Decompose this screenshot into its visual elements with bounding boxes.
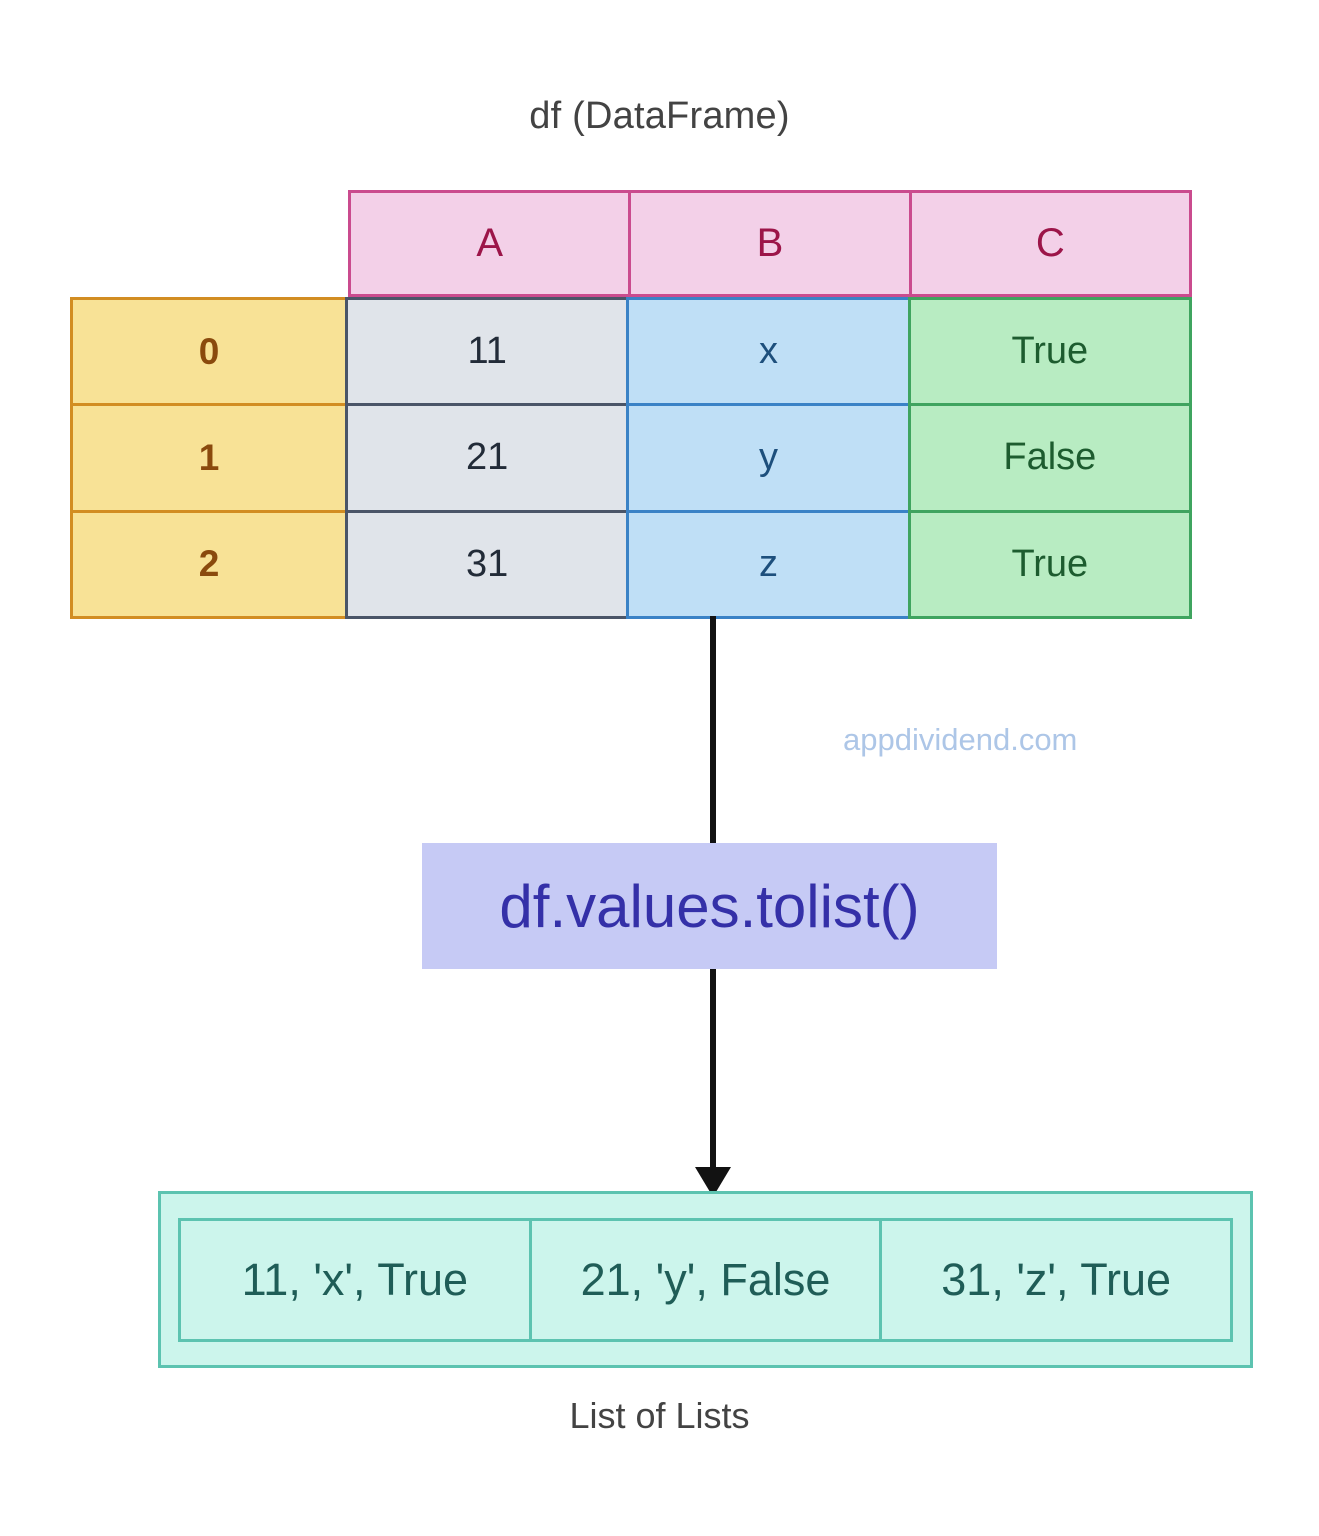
operation-label-box: df.values.tolist() <box>422 843 997 969</box>
table-row: 0 11 x True <box>70 297 1192 407</box>
column-header-b: B <box>628 190 912 297</box>
table-body: 0 11 x True 1 21 y False 2 31 z True <box>70 297 1192 619</box>
connector-line-table-to-operation <box>710 616 716 844</box>
list-caption: List of Lists <box>569 1395 750 1436</box>
connector-line-operation-to-list <box>710 969 716 1177</box>
cell-1-b: y <box>626 403 911 513</box>
column-header-a: A <box>348 190 632 297</box>
table-row: 2 31 z True <box>70 509 1192 619</box>
cell-2-b: z <box>626 509 911 619</box>
cell-0-b: x <box>626 297 911 407</box>
index-cell-1: 1 <box>70 403 348 513</box>
list-item: 11, 'x', True <box>178 1218 532 1342</box>
list-item: 31, 'z', True <box>879 1218 1234 1342</box>
index-cell-0: 0 <box>70 297 348 407</box>
list-item: 21, 'y', False <box>528 1218 883 1342</box>
index-cell-2: 2 <box>70 509 348 619</box>
cell-2-a: 31 <box>345 509 630 619</box>
dataframe-table: A B C 0 11 x True 1 21 y False 2 31 z Tr… <box>70 190 1192 619</box>
table-header-row: A B C <box>348 190 1192 297</box>
cell-1-c: False <box>907 403 1192 513</box>
list-of-lists-inner: 11, 'x', True 21, 'y', False 31, 'z', Tr… <box>178 1218 1234 1342</box>
watermark-text: appdividend.com <box>843 722 1078 757</box>
cell-1-a: 21 <box>345 403 630 513</box>
cell-2-c: True <box>907 509 1192 619</box>
dataframe-title: df (DataFrame) <box>529 95 790 137</box>
cell-0-c: True <box>907 297 1192 407</box>
column-header-c: C <box>908 190 1192 297</box>
list-of-lists-container: 11, 'x', True 21, 'y', False 31, 'z', Tr… <box>158 1191 1253 1368</box>
cell-0-a: 11 <box>345 297 630 407</box>
table-row: 1 21 y False <box>70 403 1192 513</box>
